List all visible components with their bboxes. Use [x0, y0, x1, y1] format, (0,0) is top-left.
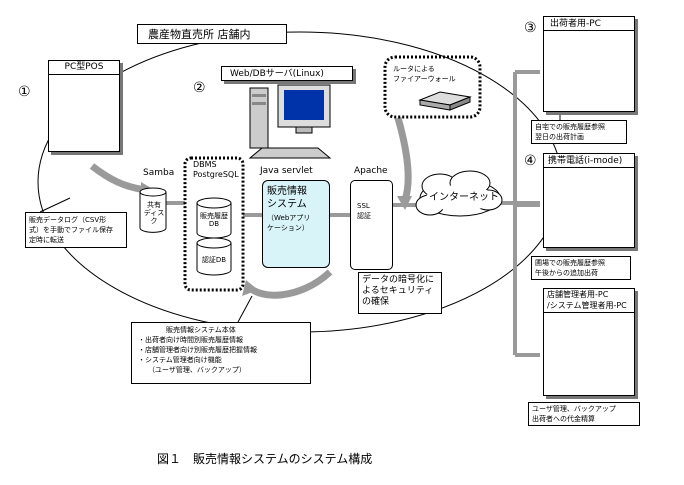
dbms-label: DBMS PostgreSQL — [193, 160, 239, 180]
system-desc-item: （ユーザ管理、バックアップ） — [148, 366, 246, 374]
mobile-note: 圃場での販売履歴参照 午後からの追加出荷 — [531, 256, 631, 280]
security-note-line: データの暗号化に — [362, 275, 435, 285]
router-dotted-frame — [383, 55, 482, 119]
router-line: ルータによる — [393, 65, 435, 73]
security-note: データの暗号化に よるセキュリティ の確保 — [358, 272, 442, 314]
pos-note-line: 式）を手動でファイル保存 — [29, 226, 113, 234]
system-desc-item: ・出荷者向け時間別販売履歴情報 — [138, 336, 243, 344]
dbms-line: PostgreSQL — [193, 170, 239, 179]
manager-panel-title: 店舗管理者用-PC /システム管理者用-PC — [544, 289, 634, 313]
sales-db-line: DB — [208, 220, 220, 228]
mobile-panel-title: 携帯電話(i-mode) — [544, 154, 634, 168]
pos-note: 販売データログ（CSV形 式）を手動でファイル保存 定時に転送 — [25, 212, 127, 248]
manager-note: ユーザ管理、バックアップ 出荷者への代金精算 — [528, 402, 640, 426]
server-title: Web/DBサーバ(Linux) — [230, 69, 324, 79]
server-number: ② — [193, 80, 206, 96]
pc-panel: 出荷者用-PC — [543, 16, 635, 112]
samba-label: Samba — [143, 168, 175, 178]
auth-db-cylinder — [196, 237, 232, 276]
pos-note-line: 定時に転送 — [29, 236, 64, 244]
pc-note-line: 自宅での販売履歴参照 — [535, 123, 605, 131]
manager-note-line: ユーザ管理、バックアップ — [532, 405, 616, 413]
system-desc-item: ・店舗管理者向け別販売履歴把握情報 — [138, 346, 257, 354]
mobile-note-line: 圃場での販売履歴参照 — [535, 259, 605, 267]
pos-to-server-arrow — [89, 163, 146, 194]
sales-db-line: 販売履歴 — [200, 212, 228, 220]
mobile-note-line: 午後からの追加出荷 — [535, 269, 598, 277]
apache-label: Apache — [354, 166, 388, 176]
pos-note-line: 販売データログ（CSV形 — [29, 216, 107, 224]
figure-caption: 図１ 販売情報システムのシステム構成 — [157, 452, 373, 466]
system-desc-item: ・システム管理者向け機能 — [138, 356, 222, 364]
shared-disk-line: 共有 — [147, 201, 161, 209]
java-label: Java servlet — [260, 166, 313, 176]
mobile-panel: 携帯電話(i-mode) — [543, 153, 635, 248]
system-desc-box: 販売情報システム本体 ・出荷者向け時間別販売履歴情報 ・店舗管理者向け別販売履歴… — [131, 322, 311, 384]
sales-app-line: （Webアプリ — [267, 214, 311, 222]
sales-app-line: システム — [267, 199, 307, 210]
return-flow-arrow — [245, 269, 333, 299]
shared-disk-cylinder — [139, 187, 167, 233]
server-title-box: Web/DBサーバ(Linux) — [221, 66, 353, 81]
internet-label: インターネット — [429, 192, 499, 203]
store-title-box: 農産物直売所 店舗内 — [137, 24, 287, 44]
ssl-box: SSL 認証 — [350, 180, 393, 270]
shared-disk-line: ディスク — [143, 209, 165, 225]
pos-title: PC型POS — [49, 61, 119, 75]
system-desc-title: 販売情報システム本体 — [166, 326, 236, 334]
router-flow-arrow — [394, 117, 412, 202]
sales-app-box: 販売情報 システム （Webアプリ ケーション） — [262, 180, 330, 268]
auth-db-label: 認証DB — [201, 256, 227, 264]
panel-3-number: ③ — [524, 20, 537, 36]
security-note-line: の確保 — [362, 297, 390, 307]
ssl-line: SSL — [357, 202, 370, 210]
server-workstation-icon — [248, 84, 332, 159]
shared-disk-label: 共有 ディスク — [141, 201, 167, 225]
security-note-line: よるセキュリティ — [362, 286, 434, 296]
pos-number: ① — [18, 84, 31, 100]
pos-panel: PC型POS — [48, 60, 120, 152]
sales-app-line: 販売情報 — [267, 186, 307, 197]
sales-db-label: 販売履歴 DB — [197, 212, 231, 228]
pc-panel-title: 出荷者用-PC — [544, 17, 634, 31]
dbms-line: DBMS — [193, 160, 217, 169]
manager-panel: 店舗管理者用-PC /システム管理者用-PC — [543, 288, 635, 396]
store-title: 農産物直売所 店舗内 — [148, 28, 251, 41]
internet-cloud — [415, 170, 503, 217]
panel-4-number: ④ — [524, 153, 537, 169]
pc-note-line: 翌日の出荷計画 — [535, 133, 584, 141]
ssl-line: 認証 — [357, 212, 371, 220]
pc-note: 自宅での販売履歴参照 翌日の出荷計画 — [531, 120, 627, 144]
router-line: ファイアーウォール — [393, 75, 456, 83]
manager-note-line: 出荷者への代金精算 — [532, 415, 595, 423]
router-label: ルータによる ファイアーウォール — [393, 64, 456, 84]
router-device-icon — [418, 91, 472, 111]
sales-app-line: ケーション） — [267, 224, 309, 232]
